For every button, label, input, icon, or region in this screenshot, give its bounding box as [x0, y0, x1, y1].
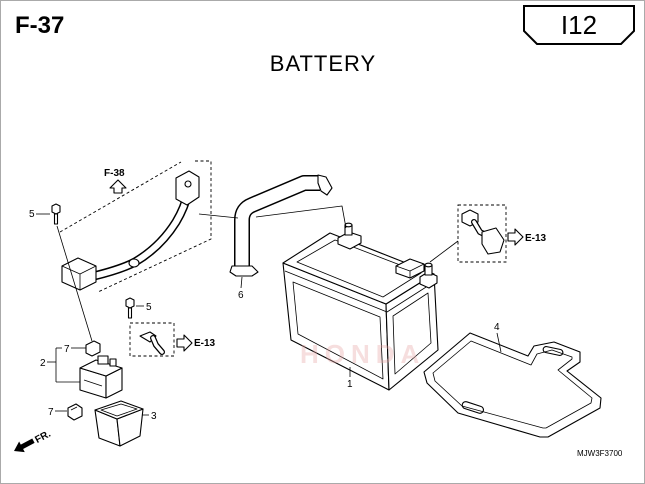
starter-relay [79, 355, 123, 399]
up-arrow-icon [109, 179, 127, 194]
terminal-boot-right [481, 227, 505, 255]
cable-group-outline-top [59, 161, 182, 233]
right-arrow-icon [176, 334, 193, 352]
cable-bracket [175, 170, 200, 206]
terminal-cable-right-outline [457, 204, 507, 263]
battery-tray-slot [461, 401, 485, 414]
cable-to-band-line [198, 213, 239, 219]
page-tab: I12 [523, 5, 635, 45]
relay-cover [94, 400, 144, 447]
negative-terminal-cap [344, 222, 353, 228]
page-tab-frame [523, 5, 635, 45]
fuse-lower-body [67, 403, 83, 421]
battery-tray-rim [432, 340, 593, 429]
fuse-upper [85, 340, 101, 357]
terminal-cable-middle-outline [129, 322, 175, 357]
callouts: 1 2 3 4 5 5 6 7 7 [29, 209, 502, 422]
battery-lid-edge [284, 270, 435, 313]
relay-cover-inner-rim [100, 403, 138, 417]
callout-bolt-upper: 5 [29, 209, 35, 220]
battery-side-panel [392, 292, 432, 375]
cable-connector [61, 257, 97, 291]
callout-battery-tray: 4 [494, 322, 500, 333]
leader-battery-band [240, 276, 243, 289]
reference-e13-middle-label: E-13 [194, 338, 216, 349]
battery-band-lower-hook [229, 265, 259, 277]
relay-cover-opening [94, 400, 144, 420]
battery-negative-terminal [337, 222, 362, 250]
callout-relay-cover: 3 [151, 411, 157, 422]
cable-clip [128, 258, 140, 268]
reference-f38: F-38 [104, 168, 127, 194]
terminal-cable-middle: E-13 [129, 322, 216, 357]
battery-band [229, 174, 333, 277]
bolt-upper [51, 203, 61, 225]
callout-starter-relay: 2 [40, 358, 46, 369]
cable-bracket-hole [184, 180, 192, 188]
leader-battery-tray [496, 332, 502, 353]
callout-fuse-lower: 7 [48, 407, 54, 418]
band-to-terminal-line [255, 205, 347, 229]
fuse-lower [67, 403, 83, 421]
battery-band-body [235, 176, 320, 271]
section-code: F-37 [15, 12, 64, 39]
cable-connector-body [61, 257, 97, 291]
reference-f38-label: F-38 [104, 168, 125, 179]
relay-terminal [97, 355, 109, 365]
bolt-middle-head [125, 297, 135, 309]
battery-top-face [282, 232, 435, 305]
battery-front-panel [292, 281, 384, 380]
terminal-wire-middle-body [151, 336, 164, 354]
front-direction-marker: FR. [14, 429, 53, 453]
callout-bolt-middle: 5 [146, 302, 152, 313]
relay-cable-assembly [59, 160, 239, 293]
relay-top-face [79, 359, 123, 377]
document-code: MJW3F3700 [577, 449, 623, 458]
callout-battery: 1 [347, 379, 353, 390]
positive-terminal-cap [424, 262, 433, 268]
page-tab-label: I12 [561, 10, 597, 40]
relay-front-detail [83, 379, 103, 387]
callout-battery-band: 6 [238, 290, 244, 301]
battery-terminal-cover [395, 258, 425, 279]
bolt-middle-shaft [127, 307, 133, 319]
front-marker-label: FR. [33, 429, 53, 446]
fuse-lower-slot [70, 406, 78, 411]
bolt-to-relay-line [56, 225, 93, 342]
battery-positive-terminal [419, 262, 438, 289]
reference-e13-right-label: E-13 [525, 233, 547, 244]
cable-body [91, 189, 191, 279]
cable-group-outline-right [97, 160, 212, 293]
terminal-cover-box [395, 258, 425, 279]
brand-watermark: HONDA [300, 339, 425, 369]
terminal-to-battery-line [429, 240, 459, 263]
front-arrow-icon [14, 438, 35, 453]
battery-tray-tab-slot [542, 345, 564, 357]
right-arrow-icon [507, 228, 524, 246]
callout-fuse-upper: 7 [64, 344, 70, 355]
battery [282, 222, 439, 391]
bolt-upper-shaft [53, 213, 59, 225]
header: F-37 I12 BATTERY [15, 5, 635, 76]
battery-tray-outline [423, 332, 602, 438]
page-title: BATTERY [270, 51, 376, 76]
battery-tray [423, 332, 602, 438]
terminal-cable-right: E-13 [457, 204, 547, 263]
bolt-upper-head [51, 203, 61, 215]
battery-band-upper-hook [317, 174, 333, 196]
bolt-middle [125, 297, 135, 319]
relay-terminal [109, 358, 117, 367]
